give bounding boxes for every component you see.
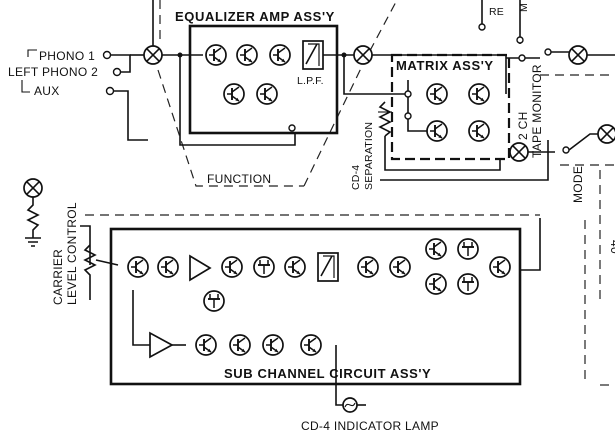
aux-label: AUX	[34, 84, 60, 98]
mode-label: MODE	[571, 166, 585, 203]
equalizer-amp-box	[188, 24, 339, 135]
matrix-input-junction	[353, 45, 373, 65]
equalizer-title: EQUALIZER AMP ASS'Y	[175, 9, 335, 24]
eq-transistor-2	[236, 44, 258, 66]
output-junction-3	[597, 124, 615, 144]
sub-transistor-3	[221, 256, 243, 278]
matrix-title: MATRIX ASS'Y	[396, 58, 494, 73]
sub-fet-1	[253, 256, 275, 278]
matrix-transistor-1	[426, 83, 448, 105]
sub-fet-2	[457, 238, 479, 260]
matrix-box	[390, 53, 511, 161]
left-phono2-label: LEFT PHONO 2	[8, 65, 98, 79]
lpf-label: L.P.F.	[297, 75, 324, 87]
sub-transistor-7	[425, 238, 447, 260]
sub-channel-box	[109, 227, 522, 386]
sub-fet-3	[457, 273, 479, 295]
matrix-transistor-2	[468, 83, 490, 105]
lpf-filter	[302, 40, 324, 70]
sub-transistor-12	[262, 334, 284, 356]
sub-fet-4	[203, 290, 225, 312]
sub-filter	[317, 252, 339, 282]
subchannel-title: SUB CHANNEL CIRCUIT ASS'Y	[224, 366, 431, 381]
top-re-label: RE	[489, 6, 504, 18]
sub-transistor-6	[389, 256, 411, 278]
carrier-label-2: LEVEL CONTROL	[65, 202, 79, 305]
sub-transistor-1	[127, 256, 149, 278]
eq-transistor-5	[256, 83, 278, 105]
matrix-transistor-3	[426, 120, 448, 142]
matrix-transistor-4	[468, 120, 490, 142]
carrier-lamp-junction	[23, 178, 43, 198]
cd4-separation-label-1: CD-4	[350, 165, 362, 190]
sub-transistor-11	[229, 334, 251, 356]
input-junction	[143, 45, 163, 65]
eq-transistor-3	[269, 44, 291, 66]
carrier-label-1: CARRIER	[51, 249, 65, 305]
tape-monitor-label-2: TAPE MONITOR	[530, 64, 544, 158]
sub-transistor-10	[195, 334, 217, 356]
sub-transistor-9	[489, 256, 511, 278]
sub-transistor-5	[357, 256, 379, 278]
function-label: FUNCTION	[207, 172, 271, 186]
output-junction-2	[509, 142, 529, 162]
sub-transistor-4	[284, 256, 306, 278]
phono1-jack	[102, 50, 112, 60]
tape-monitor-label-1: 2 CH	[516, 111, 530, 140]
sub-transistor-8	[425, 273, 447, 295]
sub-amp-1	[189, 254, 212, 282]
right-edge-label: 40	[608, 240, 615, 254]
eq-transistor-4	[223, 83, 245, 105]
aux-jack	[105, 86, 115, 96]
output-junction-1	[568, 45, 588, 65]
phono1-label: PHONO 1	[39, 49, 95, 63]
phono2-jack	[112, 67, 122, 77]
sub-transistor-2	[157, 256, 179, 278]
top-m-label: M	[518, 3, 530, 12]
eq-transistor-1	[205, 44, 227, 66]
sub-amp-2	[149, 331, 174, 359]
sub-transistor-13	[300, 334, 322, 356]
indicator-lamp-label: CD-4 INDICATOR LAMP	[301, 419, 439, 433]
cd4-separation-label-2: SEPARATION	[363, 122, 375, 190]
